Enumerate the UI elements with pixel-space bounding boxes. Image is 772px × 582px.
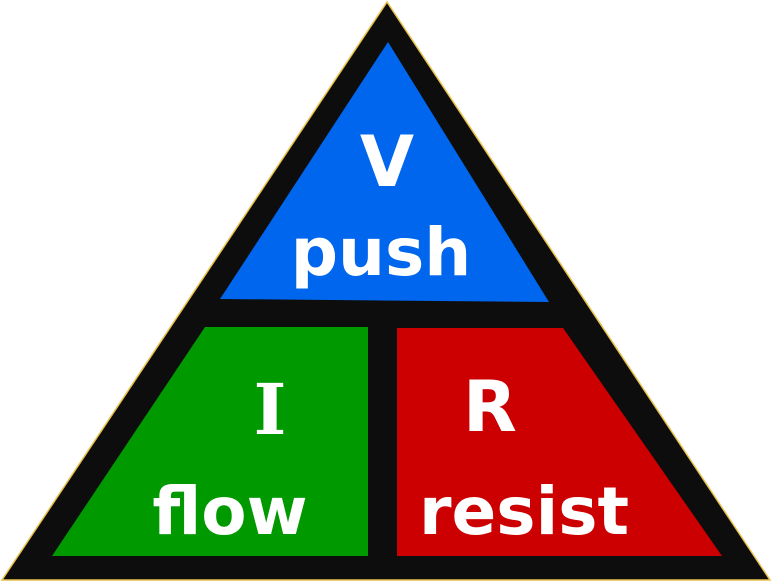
voltage-section <box>220 42 549 302</box>
resistance-word: resist <box>419 473 629 550</box>
current-section <box>52 327 368 556</box>
current-word: flow <box>152 473 307 550</box>
resistance-section <box>397 328 722 556</box>
resistance-symbol: R <box>463 366 517 448</box>
voltage-symbol: V <box>360 121 414 203</box>
current-symbol: I <box>254 368 287 451</box>
voltage-word: push <box>291 214 472 291</box>
